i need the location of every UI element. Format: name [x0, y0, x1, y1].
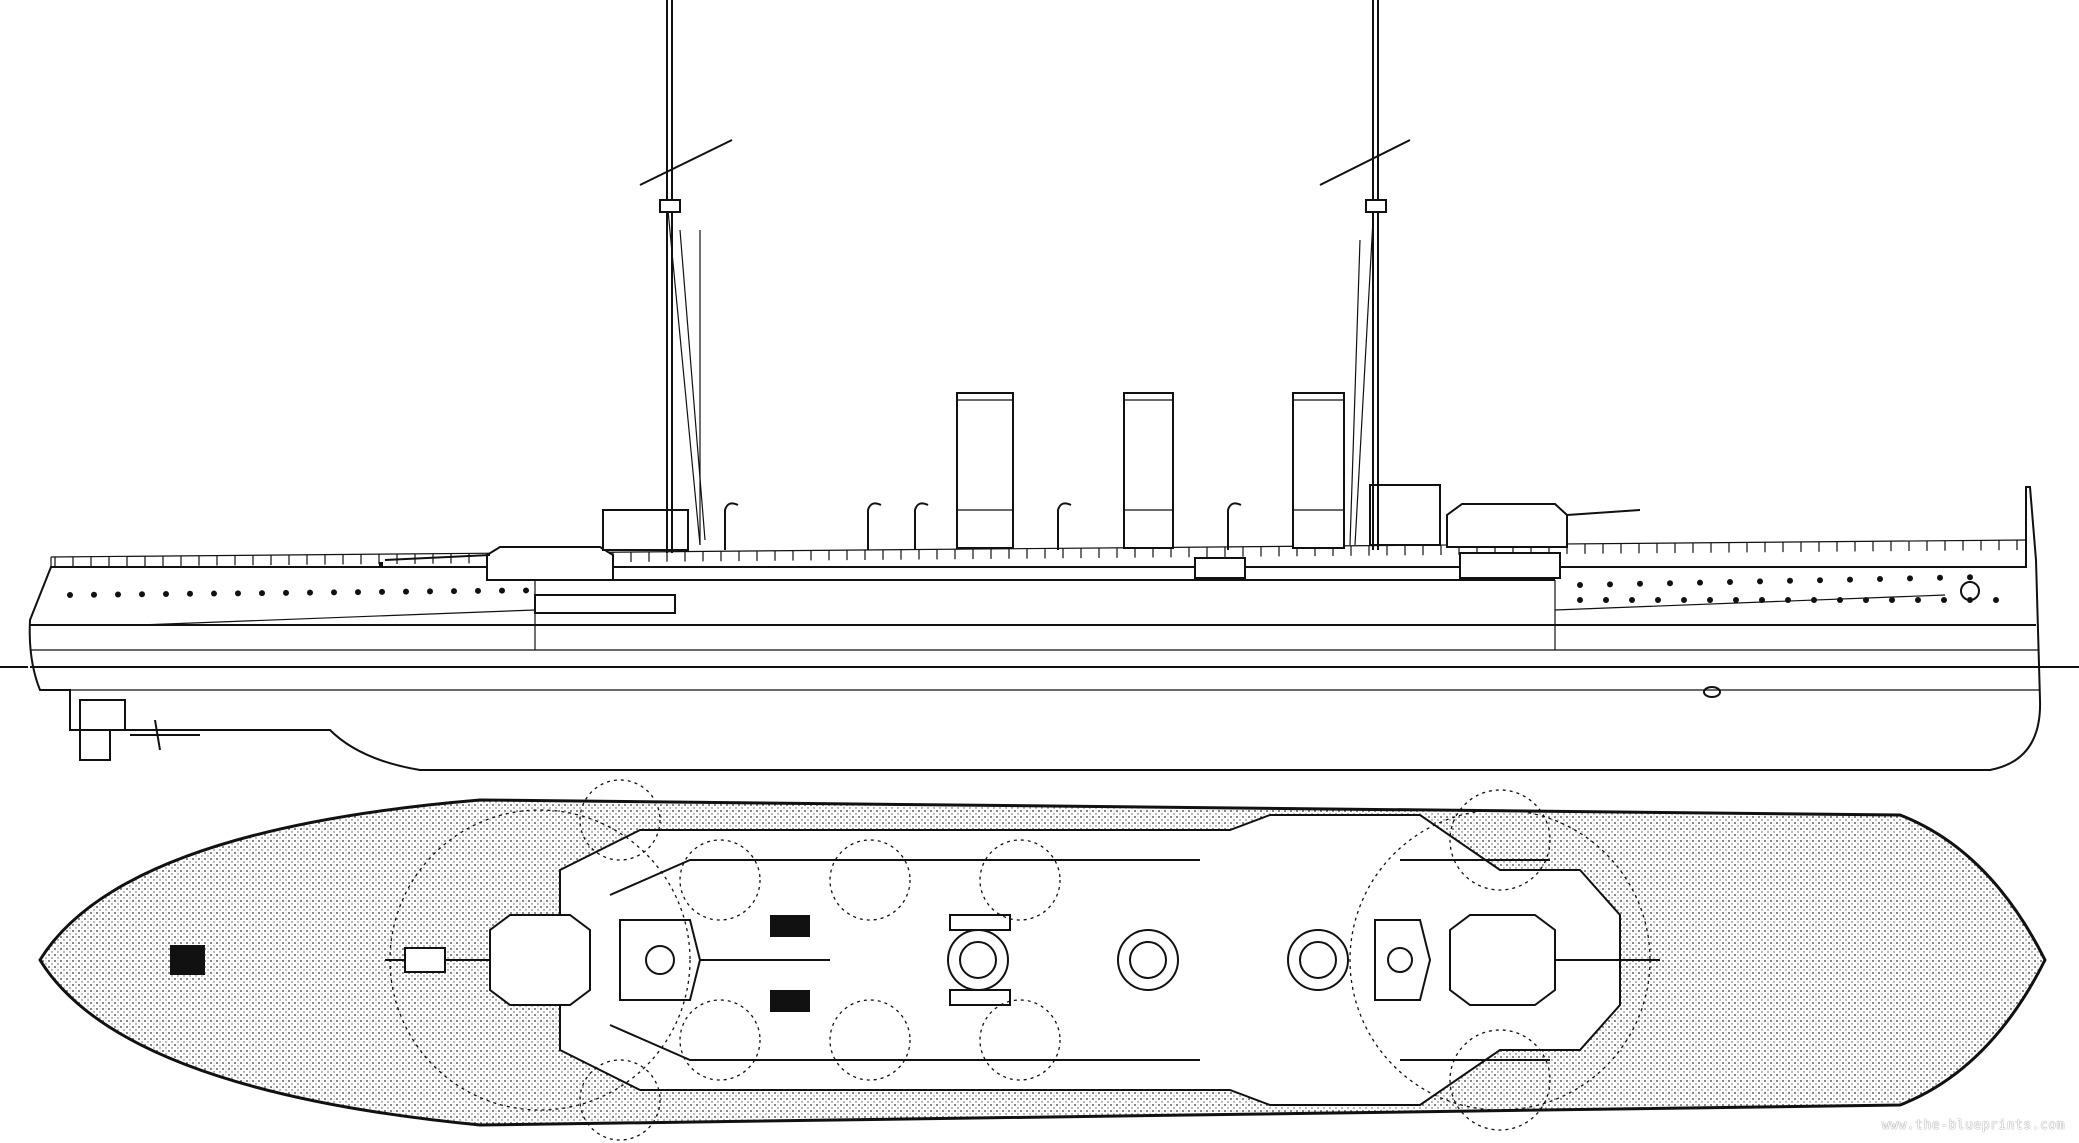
porthole	[139, 591, 145, 598]
porthole	[403, 588, 409, 595]
porthole	[1847, 576, 1853, 583]
porthole	[187, 590, 193, 597]
porthole	[1785, 597, 1791, 603]
porthole	[1707, 597, 1713, 603]
torpedo-port	[1703, 686, 1721, 698]
rudder	[79, 699, 126, 761]
funnels	[956, 392, 1345, 549]
funnel-1-plan	[947, 929, 1009, 991]
porthole	[1837, 597, 1843, 603]
fore-turret	[486, 546, 614, 581]
porthole	[1787, 577, 1793, 584]
porthole	[1915, 597, 1921, 603]
porthole	[163, 591, 169, 598]
porthole	[1681, 597, 1687, 603]
porthole	[1697, 579, 1703, 586]
porthole	[283, 589, 289, 596]
porthole	[1863, 597, 1869, 603]
capstan-block	[170, 945, 205, 975]
aft-turret-plan	[1449, 914, 1556, 1006]
fore-gun	[384, 554, 491, 561]
porthole	[1577, 582, 1583, 588]
porthole	[1889, 597, 1895, 603]
side-elevation	[0, 0, 2079, 771]
porthole	[1607, 581, 1613, 588]
aft-mast	[1319, 0, 1411, 550]
casemate-mid	[1194, 557, 1246, 579]
casemate-aft	[1459, 552, 1561, 579]
porthole	[115, 591, 121, 598]
porthole	[1637, 580, 1643, 587]
porthole	[307, 589, 313, 596]
hull-side	[28, 486, 2042, 771]
porthole	[91, 591, 97, 598]
porthole	[1941, 597, 1947, 603]
porthole	[355, 589, 361, 596]
porthole	[1577, 597, 1583, 603]
funnel-3	[1292, 392, 1345, 549]
casemate-fore	[534, 594, 676, 614]
porthole	[1937, 574, 1943, 581]
porthole	[1733, 597, 1739, 603]
aft-bridge	[1369, 484, 1441, 546]
funnel-2	[1123, 392, 1174, 549]
porthole	[235, 590, 241, 597]
porthole	[1759, 597, 1765, 603]
aft-gun	[1566, 509, 1641, 516]
porthole	[1811, 597, 1817, 603]
porthole	[1817, 577, 1823, 584]
fore-mast	[639, 0, 733, 553]
portholes	[67, 574, 1999, 603]
porthole	[1967, 597, 1973, 603]
porthole	[331, 589, 337, 596]
porthole	[67, 592, 73, 598]
watermark: www.the-blueprints.com	[1881, 1118, 2065, 1133]
porthole	[1603, 597, 1609, 603]
porthole	[1667, 580, 1673, 587]
funnel-2-plan	[1117, 929, 1179, 991]
aft-turret	[1446, 503, 1568, 548]
porthole	[1727, 579, 1733, 585]
ventilators	[724, 502, 1242, 550]
porthole	[1877, 576, 1883, 582]
porthole	[1655, 597, 1661, 603]
porthole	[379, 588, 385, 595]
porthole	[1907, 575, 1913, 582]
porthole	[475, 587, 481, 594]
porthole	[1993, 597, 1999, 603]
porthole	[1757, 578, 1763, 585]
propeller	[130, 719, 330, 751]
porthole	[211, 590, 217, 597]
central-deckhouse	[559, 814, 1621, 1106]
porthole	[499, 587, 505, 594]
fore-turret-plan	[489, 914, 591, 1006]
gun-arcs	[389, 779, 1651, 1141]
porthole	[1967, 574, 1973, 581]
fore-bridge	[602, 509, 689, 551]
funnel-3-plan	[1287, 929, 1349, 991]
porthole	[427, 588, 433, 595]
funnel-1	[956, 392, 1014, 549]
porthole	[259, 590, 265, 597]
plan-view	[38, 779, 2047, 1141]
porthole	[451, 588, 457, 595]
porthole	[523, 587, 529, 594]
porthole	[1629, 597, 1635, 603]
